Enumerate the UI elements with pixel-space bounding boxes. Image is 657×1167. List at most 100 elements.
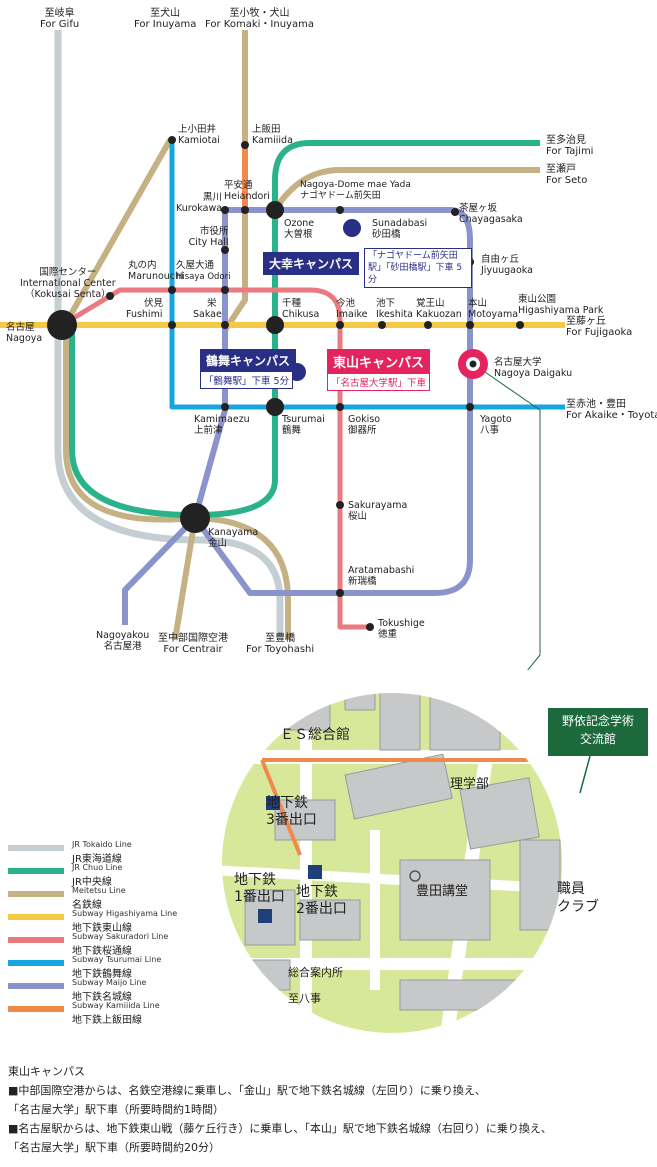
legend-jp: 名鉄線 — [72, 900, 102, 911]
sakuradori-line — [60, 287, 370, 630]
label-noyori: 野依記念学術交流館 — [561, 714, 634, 746]
station-heiandori — [241, 206, 249, 214]
legend-swatch — [8, 1006, 64, 1012]
legend-swatch — [8, 845, 64, 851]
noyori-building — [556, 795, 562, 817]
campus-daiko-box[interactable]: 大幸キャンパス — [263, 252, 360, 275]
station-chayagasaka — [451, 208, 459, 216]
label-shokuin: 職員クラブ — [557, 881, 599, 915]
campus-higashiyama-note: 「名古屋大学駅」下車 — [327, 373, 431, 391]
station-ikeshita — [378, 321, 386, 329]
station-hisaya — [221, 286, 229, 294]
station-kamimaezu — [221, 403, 229, 411]
station-nagoyadaigaku — [469, 360, 477, 368]
label-yagoto-dir: 至八事 — [288, 992, 321, 1005]
noyori-label-box — [548, 708, 648, 756]
campus-marker-daiko — [343, 219, 361, 237]
campus-pointer — [484, 371, 541, 670]
legend-jp: JR東海道線 — [72, 854, 122, 865]
campus-daiko-note: 「ナゴヤドーム前矢田駅」「砂田橋駅」下車 5分 — [364, 248, 472, 288]
station-nagoya — [47, 310, 77, 340]
station-chikusa — [266, 316, 284, 334]
meitetsu-line-centrair — [172, 517, 198, 641]
jr-chuo-line — [69, 140, 540, 518]
label-rigaku: 理学部 — [450, 777, 490, 792]
campus-tsurumai-box[interactable]: 鶴舞キャンパス — [200, 349, 297, 372]
station-kakuozan — [424, 321, 432, 329]
legend-en: JR Chuo Line — [72, 863, 123, 872]
legend-swatch — [8, 914, 64, 920]
legend-jp: 地下鉄名城線 — [72, 992, 132, 1003]
legend-item: Subway Maijo Line 地下鉄名城線 — [8, 978, 208, 1003]
legend-jp: 地下鉄上飯田線 — [72, 1015, 142, 1026]
label-toyoda: 豊田講堂 — [416, 884, 469, 899]
meitetsu-line-komaki — [222, 30, 248, 332]
label-es: ＥＳ総合館 — [280, 727, 350, 743]
access-title: 東山キャンパス — [8, 1065, 85, 1078]
subway-exit-icons — [258, 796, 322, 923]
legend-jp: JR中央線 — [72, 877, 112, 888]
meitetsu-line-seto — [272, 167, 540, 212]
station-gokiso — [336, 403, 344, 411]
station-sakurayama — [336, 501, 344, 509]
station-kamiiida — [241, 141, 249, 149]
station-yagoto — [466, 403, 474, 411]
station-marunouchi-b — [168, 286, 176, 294]
legend-jp: 地下鉄鶴舞線 — [72, 969, 132, 980]
access-line3: ■名古屋駅からは、地下鉄東山戦（藤ケ丘行き）に乗車し、「本山」駅で地下鉄名城線（… — [8, 1122, 552, 1135]
access-info: 東山キャンパス ■中部国際空港からは、名鉄空港線に乗車し、「金山」駅で地下鉄名城… — [8, 1062, 648, 1157]
legend-swatch — [8, 983, 64, 989]
legend-en: Subway Maijo Line — [72, 978, 147, 987]
legend-en: Meitetsu Line — [72, 886, 126, 895]
access-line4: 「名古屋大学」駅下車（所要時間約20分） — [8, 1141, 220, 1154]
station-fushimi — [168, 321, 176, 329]
legend-en: Subway Kamiiida Line — [72, 1001, 160, 1010]
station-kanayama — [180, 503, 210, 533]
legend-en: Subway Sakuradori Line — [72, 932, 169, 941]
station-kurokawa — [221, 206, 229, 214]
station-tokushige — [366, 623, 374, 631]
station-motoyama — [466, 321, 474, 329]
station-tsurumai — [266, 398, 284, 416]
campus-higashiyama-box[interactable]: 東山キャンパス — [327, 349, 431, 374]
station-kamiotai — [168, 136, 176, 144]
station-marunouchi — [106, 292, 114, 300]
label-sogo: 総合案内所 — [288, 966, 343, 979]
legend-swatch — [8, 891, 64, 897]
access-line1: ■中部国際空港からは、名鉄空港線に乗車し、「金山」駅で地下鉄名城線（左回り）に乗… — [8, 1084, 486, 1097]
station-imaike — [336, 321, 344, 329]
station-cityhall — [221, 246, 229, 254]
